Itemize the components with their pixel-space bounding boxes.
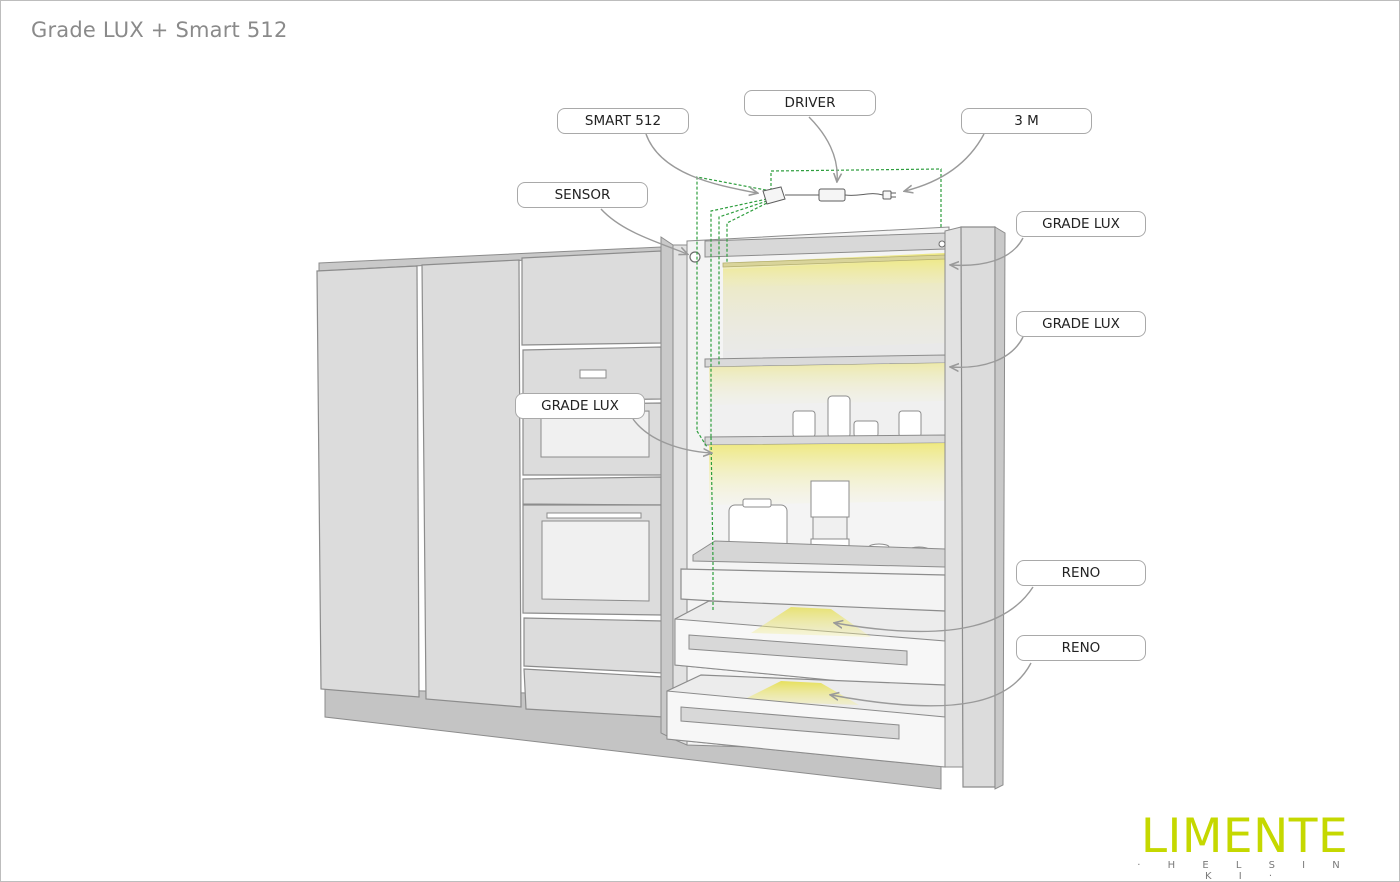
jar-right	[898, 410, 922, 438]
sensor-device	[689, 251, 701, 263]
callout-reno-upper: RENO	[1016, 560, 1146, 586]
jar-tall	[827, 395, 851, 439]
light-glow-mid	[709, 363, 945, 405]
page-title: Grade LUX + Smart 512	[31, 18, 288, 42]
callout-grade-lux-left: GRADE LUX	[515, 393, 645, 419]
callout-grade-lux-top: GRADE LUX	[1016, 211, 1146, 237]
callout-smart-512: SMART 512	[557, 108, 689, 134]
callout-sensor: SENSOR	[517, 182, 648, 208]
logo-tagline: · H E L S I N K I ·	[1137, 860, 1352, 882]
leader-lines	[600, 116, 1034, 707]
oven-column	[521, 250, 664, 718]
wiring	[696, 168, 942, 611]
jar-small	[792, 410, 816, 438]
jar-low	[853, 420, 879, 438]
logo-brand: LIMENTE	[1140, 809, 1349, 864]
cabinet-interior	[666, 226, 950, 768]
smart-512-device	[762, 186, 786, 205]
driver-device	[818, 188, 846, 202]
tall-door-left	[316, 265, 420, 698]
callout-3m-cable: 3 M	[961, 108, 1092, 134]
coffee-machine	[810, 480, 850, 552]
plug-icon	[882, 190, 896, 200]
tall-door-middle	[421, 259, 522, 708]
light-glow-lower	[709, 443, 945, 505]
callout-grade-lux-mid: GRADE LUX	[1016, 311, 1146, 337]
callout-reno-lower: RENO	[1016, 635, 1146, 661]
pocket-door-left	[660, 236, 688, 746]
limente-logo: LIMENTE · H E L S I N K I ·	[1127, 809, 1362, 882]
callout-driver: DRIVER	[744, 90, 876, 116]
